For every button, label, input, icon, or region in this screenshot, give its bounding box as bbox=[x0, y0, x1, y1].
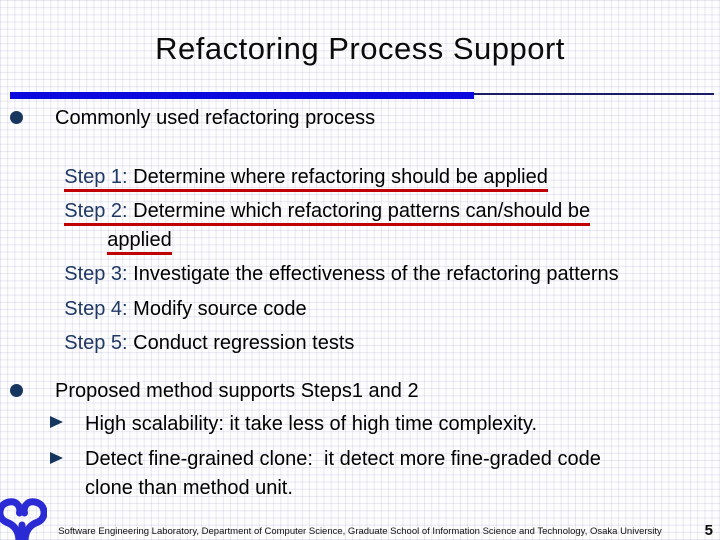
step-line-2: Step 2: Determine which refactoring patt… bbox=[42, 175, 591, 247]
step2-prefix: Step 2: bbox=[64, 200, 128, 222]
triangle-bullet-icon bbox=[50, 452, 63, 464]
step-line-3: Step 3: Investigate the effectiveness of… bbox=[42, 238, 619, 310]
sub-bullet2-text-line1: Detect fine-grained clone: it detect mor… bbox=[85, 448, 601, 470]
step2-text: Determine which refactoring patterns can… bbox=[127, 200, 591, 222]
footer-text: Software Engineering Laboratory, Departm… bbox=[58, 526, 662, 537]
step1-prefix: Step 1: bbox=[64, 166, 128, 188]
step-line-1: Step 1: Determine where refactoring shou… bbox=[42, 141, 548, 213]
step4-text: Modify source code bbox=[127, 298, 307, 320]
sub-bullet1-text: High scalability: it take less of high t… bbox=[85, 413, 538, 435]
bullet-circle-icon bbox=[10, 111, 23, 124]
step5-text: Conduct regression tests bbox=[127, 332, 355, 354]
slide-title: Refactoring Process Support bbox=[155, 31, 565, 66]
step-line-5: Step 5: Conduct regression tests bbox=[42, 307, 354, 379]
bullet2-text: Proposed method supports Steps1 and 2 bbox=[55, 380, 419, 402]
step5-prefix: Step 5: bbox=[64, 332, 128, 354]
step-line-4: Step 4: Modify source code bbox=[42, 273, 307, 345]
triangle-bullet-icon bbox=[50, 416, 63, 428]
step4-prefix: Step 4: bbox=[64, 298, 128, 320]
page-number: 5 bbox=[704, 522, 713, 539]
bullet1-text: Commonly used refactoring process bbox=[55, 107, 376, 129]
bullet-circle-icon bbox=[10, 384, 23, 397]
step2-wrap-text: applied bbox=[107, 229, 172, 255]
step3-text: Investigate the effectiveness of the ref… bbox=[127, 263, 619, 285]
sub-bullet2-text-line2: clone than method unit. bbox=[85, 477, 293, 499]
step-line-2-wrap: applied bbox=[85, 204, 172, 276]
step3-prefix: Step 3: bbox=[64, 263, 128, 285]
title-rule-accent-bar bbox=[10, 92, 474, 99]
step1-text: Determine where refactoring should be ap… bbox=[127, 166, 548, 188]
osaka-university-logo-icon bbox=[0, 498, 47, 540]
